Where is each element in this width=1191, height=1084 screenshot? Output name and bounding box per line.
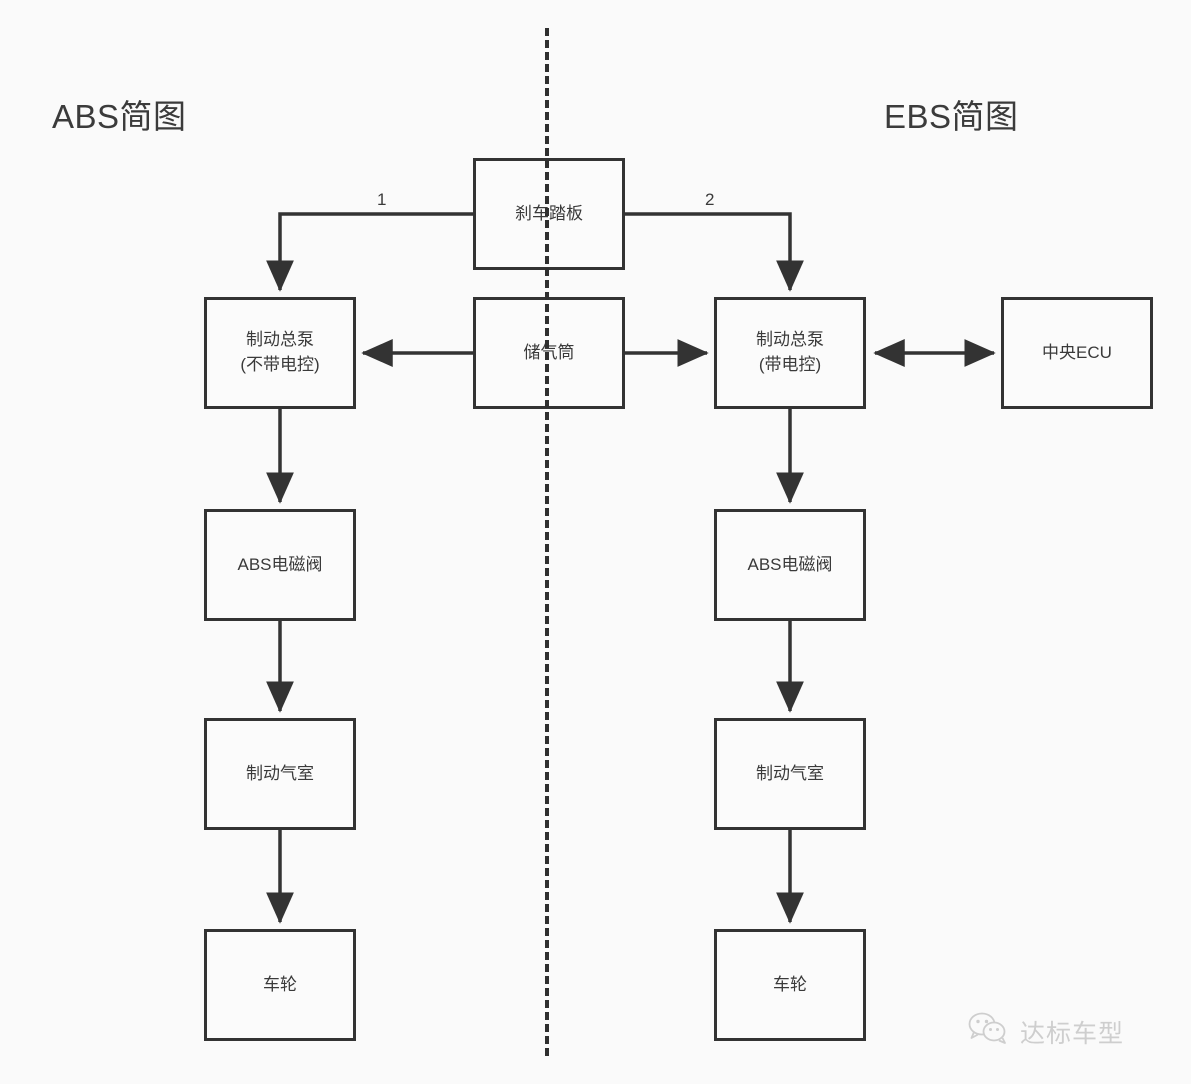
vertical-dashed-divider: [545, 28, 549, 1056]
diagram-title-right: EBS简图: [884, 98, 1019, 135]
node-ebs-master-cylinder[interactable]: 制动总泵 (带电控): [714, 297, 866, 409]
edge-pedal-to-abs-master: [266, 212, 473, 292]
node-air-reservoir[interactable]: 储气筒: [473, 297, 625, 409]
node-abs-solenoid-left[interactable]: ABS电磁阀: [204, 509, 356, 621]
node-wheel-left[interactable]: 车轮: [204, 929, 356, 1041]
node-label: 制动总泵 (带电控): [756, 330, 824, 374]
node-label: ABS电磁阀: [237, 554, 323, 574]
node-abs-solenoid-right[interactable]: ABS电磁阀: [714, 509, 866, 621]
node-abs-master-cylinder[interactable]: 制动总泵 (不带电控): [204, 297, 356, 409]
node-label: 刹车踏板: [515, 203, 583, 223]
node-label: 制动气室: [756, 763, 824, 783]
node-label: 车轮: [773, 974, 807, 994]
node-label: 制动气室: [246, 763, 314, 783]
wechat-icon: [968, 1012, 1010, 1051]
node-label: ABS电磁阀: [747, 554, 833, 574]
node-label: 中央ECU: [1042, 342, 1112, 362]
edge-pedal-to-ebs-master: [625, 212, 804, 292]
node-wheel-right[interactable]: 车轮: [714, 929, 866, 1041]
node-brake-chamber-right[interactable]: 制动气室: [714, 718, 866, 830]
watermark-text: 达标车型: [1020, 1019, 1125, 1048]
edge-label-2: 2: [705, 190, 715, 209]
diagram-title-left: ABS简图: [52, 98, 187, 135]
watermark: 达标车型: [968, 1012, 1124, 1051]
node-brake-pedal[interactable]: 刹车踏板: [473, 158, 625, 270]
node-central-ecu[interactable]: 中央ECU: [1001, 297, 1153, 409]
edge-label-1: 1: [377, 190, 387, 209]
node-label: 制动总泵 (不带电控): [240, 330, 320, 374]
node-label: 车轮: [263, 974, 297, 994]
node-label: 储气筒: [523, 342, 575, 362]
node-brake-chamber-left[interactable]: 制动气室: [204, 718, 356, 830]
